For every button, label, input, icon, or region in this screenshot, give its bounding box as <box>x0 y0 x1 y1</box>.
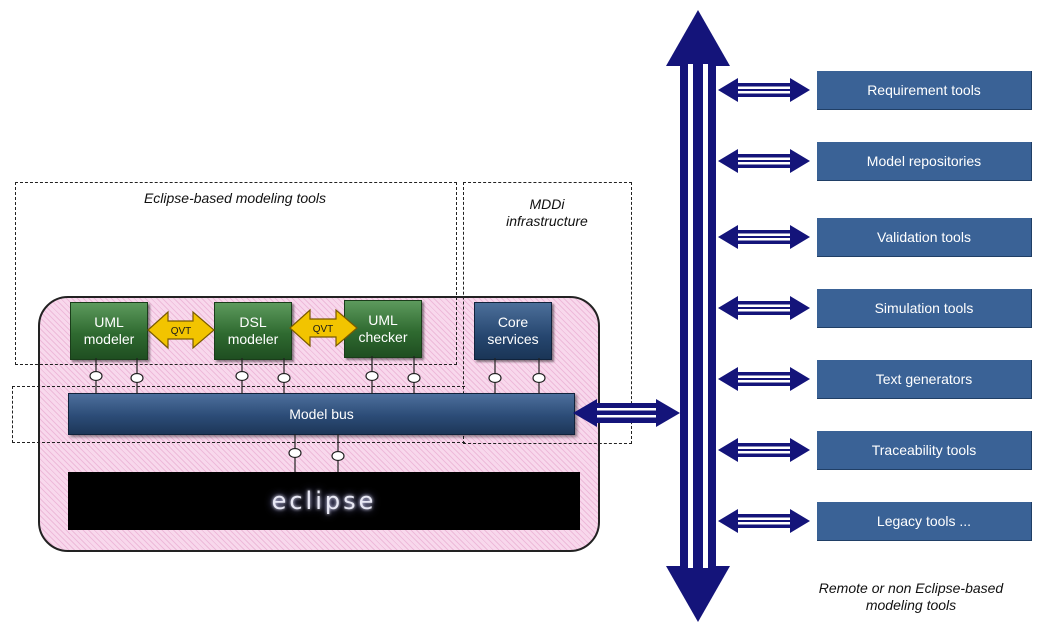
tool-connector-stripe <box>738 446 790 449</box>
tool-connector-stripe <box>738 86 790 89</box>
tool-connector-stripe <box>738 522 790 525</box>
socket-icon <box>277 372 291 384</box>
uml-modeler-box: UML modeler <box>70 302 148 360</box>
tool-connector-stripe <box>738 91 790 94</box>
tool-arrows <box>718 78 810 533</box>
tool-connector-stripe <box>738 380 790 383</box>
bus-connector-arrow <box>573 399 680 427</box>
mddi-caption: MDDi infrastructure <box>506 196 588 229</box>
eclipse-platform-bar: eclipse <box>68 472 580 530</box>
tool-connector-stripe <box>738 233 790 236</box>
socket-icon <box>407 372 421 384</box>
socket-icon <box>331 450 345 462</box>
tool-connector-stripe <box>738 304 790 307</box>
tool-connector-arrow <box>718 78 810 102</box>
mddi-dashed-box <box>463 182 632 444</box>
socket-icon <box>488 372 502 384</box>
eclipse-logo: eclipse <box>271 487 377 515</box>
socket-icon <box>532 372 546 384</box>
eclipse-tools-dashed-box <box>15 182 457 365</box>
tool-connector-arrow <box>718 296 810 320</box>
tool-connector-stripe <box>738 375 790 378</box>
remote-tools-caption: Remote or non Eclipse-based modeling too… <box>818 580 1004 613</box>
tool-connector-arrow <box>718 438 810 462</box>
socket-icon <box>235 370 249 382</box>
tool-connector-arrow <box>718 367 810 391</box>
tool-box-requirement: Requirement tools <box>817 71 1032 110</box>
tool-box-model-repositories: Model repositories <box>817 142 1032 181</box>
core-services-box: Core services <box>474 302 552 360</box>
tool-connector-arrow <box>718 225 810 249</box>
tool-connector-stripe <box>738 238 790 241</box>
qvt-label: QVT <box>313 324 334 335</box>
qvt-label: QVT <box>171 326 192 337</box>
tool-connector-stripe <box>738 157 790 160</box>
bus-sockets <box>89 356 546 472</box>
model-bus-bar: Model bus <box>68 393 575 435</box>
socket-icon <box>130 372 144 384</box>
socket-icon <box>288 447 302 459</box>
tool-connector-stripe <box>738 517 790 520</box>
tool-connector-stripe <box>738 309 790 312</box>
socket-icon <box>89 370 103 382</box>
tool-box-simulation: Simulation tools <box>817 289 1032 328</box>
dsl-modeler-box: DSL modeler <box>214 302 292 360</box>
vertical-integration-arrow <box>666 10 730 622</box>
tool-connector-arrow <box>718 149 810 173</box>
tool-connector-stripe <box>738 451 790 454</box>
tool-box-validation: Validation tools <box>817 218 1032 257</box>
uml-checker-box: UML checker <box>344 300 422 358</box>
bus-dashed-box <box>12 386 465 443</box>
tool-box-text-generators: Text generators <box>817 360 1032 399</box>
eclipse-tools-caption: Eclipse-based modeling tools <box>143 190 327 206</box>
qvt-arrow-left: QVT <box>147 310 215 350</box>
qvt-arrow-right: QVT <box>289 308 358 348</box>
tool-box-traceability: Traceability tools <box>817 431 1032 470</box>
tool-box-legacy: Legacy tools ... <box>817 502 1032 541</box>
tool-connector-stripe <box>738 162 790 165</box>
socket-icon <box>365 370 379 382</box>
tool-connector-arrow <box>718 509 810 533</box>
